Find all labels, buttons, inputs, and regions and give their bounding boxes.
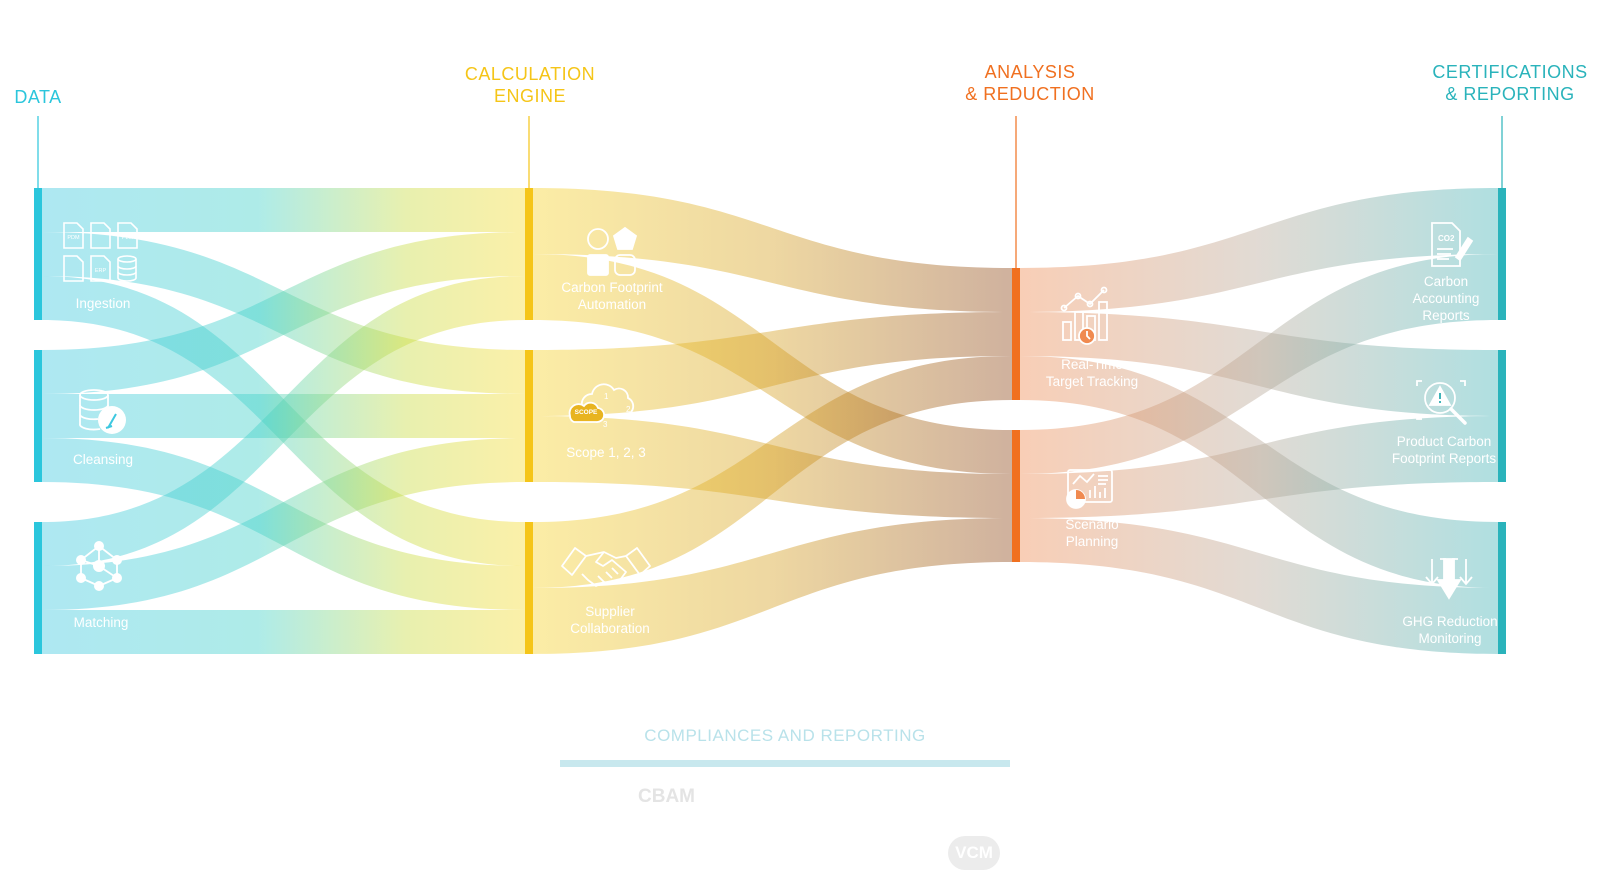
node-bar-car <box>1498 188 1506 320</box>
links-calculation-to-analysis <box>533 188 1012 654</box>
column-title-data: DATA <box>14 87 62 107</box>
svg-text:1: 1 <box>604 392 609 401</box>
compliances-title: COMPLIANCES AND REPORTING <box>644 726 926 745</box>
flow-link-matching-to-cfa <box>42 276 525 566</box>
dashboard-chart-icon <box>1066 469 1113 509</box>
cbam-badge: CBAM <box>638 786 695 807</box>
flow-link-supplier-to-tracking <box>533 356 1012 588</box>
scope-clouds-icon: SCOPE 1 2 3 <box>568 383 635 429</box>
flow-link-supplier-to-scenario <box>533 518 1012 654</box>
compliances-divider <box>560 760 1010 767</box>
flow-link-matching-to-scope <box>42 438 525 610</box>
handshake-icon <box>561 547 651 587</box>
database-broom-icon <box>79 389 126 434</box>
network-nodes-icon <box>76 541 122 591</box>
down-arrows-icon <box>1425 558 1473 600</box>
node-bar-scenario <box>1012 430 1020 562</box>
flow-link-ingestion-to-cfa <box>42 188 525 232</box>
node-bar-cleansing <box>34 350 42 482</box>
node-bar-pcf <box>1498 350 1506 482</box>
svg-text:SCOPE: SCOPE <box>575 409 598 416</box>
node-bar-cfa <box>525 188 533 320</box>
node-bar-matching <box>34 522 42 654</box>
vcm-badge: VCM <box>948 836 1000 870</box>
flow-link-scenario-to-car <box>1020 254 1498 474</box>
svg-text:ERP: ERP <box>95 268 107 274</box>
node-label-matching: Matching <box>74 615 129 630</box>
documents-database-icon: PDM PLM ERP <box>63 222 138 282</box>
flow-link-cleansing-to-cfa <box>42 232 525 394</box>
svg-text:PDM: PDM <box>67 235 80 241</box>
flow-link-scenario-to-pcf <box>1020 416 1498 518</box>
node-bar-scope <box>525 350 533 482</box>
node-label-cleansing: Cleansing <box>73 452 133 467</box>
links-data-to-calculation <box>42 188 525 654</box>
node-bar-ingestion <box>34 188 42 320</box>
column-title-analysis-reduction: ANALYSIS & REDUCTION <box>965 62 1095 104</box>
flow-link-cfa-to-tracking <box>533 188 1012 312</box>
bar-chart-target-icon <box>1060 286 1108 345</box>
flow-link-matching-to-supplier <box>42 610 525 654</box>
svg-text:2: 2 <box>626 405 631 414</box>
node-bar-tracking <box>1012 268 1020 400</box>
co2-document-icon: CO2 <box>1431 222 1474 267</box>
node-bar-ghg <box>1498 522 1506 654</box>
shapes-icon <box>587 226 638 276</box>
node-bar-supplier <box>525 522 533 654</box>
svg-text:CO2: CO2 <box>1438 234 1455 243</box>
svg-text:3: 3 <box>603 420 608 429</box>
column-title-certifications-reporting: CERTIFICATIONS & REPORTING <box>1432 62 1588 104</box>
magnifier-alert-icon <box>1416 380 1467 425</box>
flow-link-scope-to-tracking <box>533 312 1012 416</box>
flow-link-tracking-to-car <box>1020 188 1498 312</box>
svg-text:PLM: PLM <box>122 235 134 241</box>
flow-link-scenario-to-ghg <box>1020 518 1498 654</box>
column-title-calculation-engine: CALCULATION ENGINE <box>464 64 596 106</box>
links-analysis-to-certification <box>1020 188 1498 654</box>
node-label-scope: Scope 1, 2, 3 <box>566 445 646 460</box>
node-label-ingestion: Ingestion <box>76 296 131 311</box>
